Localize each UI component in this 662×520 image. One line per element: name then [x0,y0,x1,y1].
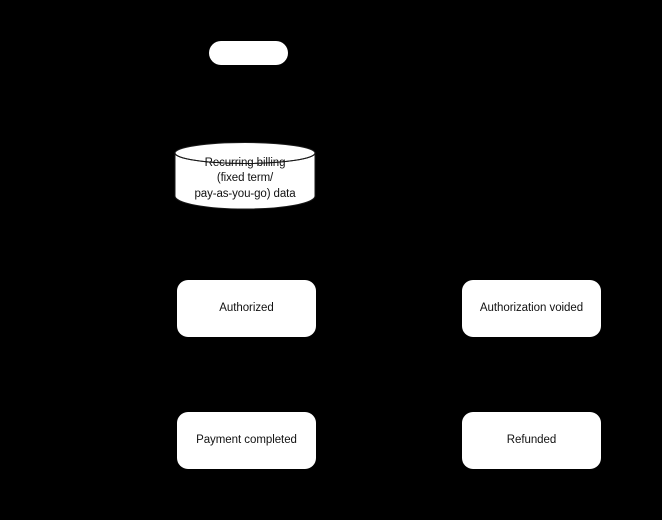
state-refunded[interactable]: Refunded [462,412,601,469]
cylinder-shape [174,142,316,210]
state-authorized[interactable]: Authorized [177,280,316,337]
start-node[interactable] [209,41,288,65]
state-refunded-label: Refunded [506,434,557,447]
state-payment-completed-label: Payment completed [196,434,297,447]
state-authorization-voided-label: Authorization voided [479,302,584,315]
datastore-node[interactable]: Recurring billing (fixed term/ pay-as-yo… [174,142,316,212]
state-authorization-voided[interactable]: Authorization voided [462,280,601,337]
datastore-label-line-1: Recurring billing [204,157,286,170]
datastore-label: Recurring billing (fixed term/ pay-as-yo… [174,142,316,212]
datastore-label-line-2: (fixed term/ [216,172,274,185]
datastore-label-line-3: pay-as-you-go) data [194,187,296,200]
state-payment-completed[interactable]: Payment completed [177,412,316,469]
state-authorized-label: Authorized [219,302,274,315]
